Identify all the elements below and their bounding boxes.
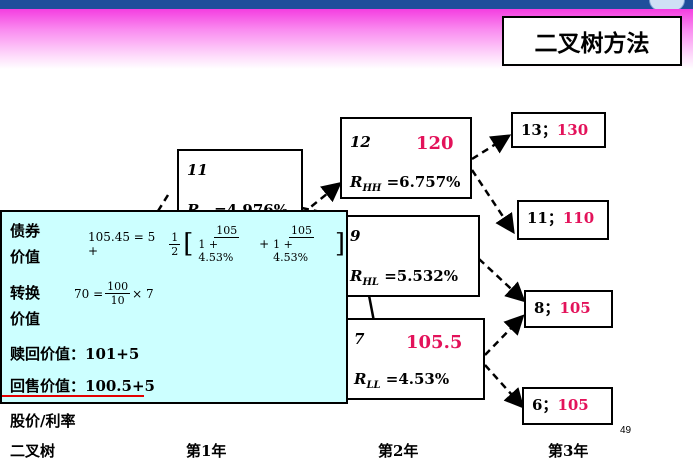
valuation-popup: 债券 价值 105.45 = 5 + 1 2 [ 105 1 + 4.53% +… [0,210,348,404]
edge-7-8 [484,314,525,356]
slide-title-text: 二叉树方法 [534,30,650,57]
edge-11-12 [301,181,342,215]
edge-11-left [156,194,170,212]
term2-fraction: 105 1 + 4.53% [273,224,315,264]
year3-label: 第3年 [548,442,589,460]
bond-value-label-2: 价值 [10,248,41,266]
node-value: 120 [416,133,454,154]
edge-7-6 [484,364,525,409]
call-value: 赎回价值：101+5 [10,345,140,363]
node-price: 7 [354,330,365,348]
conversion-value-label-2: 价值 [10,310,41,328]
tree-label: 二叉树 [10,442,56,460]
tree-node-7: 7 105.5 RLL =4.53% [340,318,485,400]
half-fraction: 1 2 [169,230,181,258]
page-number: 49 [620,425,632,436]
top-bar [0,0,693,9]
node-price: 12 [350,133,371,151]
tree-node-12: 12 120 RHH =6.757% [340,117,472,199]
node-rate: RLL =4.53% [354,370,450,391]
node-price: 11 [187,161,208,179]
term1-fraction: 105 1 + 4.53% [198,224,240,264]
leaf-node-11: 11；110 [517,200,609,240]
edge-12-13 [471,134,512,161]
node-price: 9 [350,227,361,245]
bond-value-formula: 105.45 = 5 + 1 2 [ 105 1 + 4.53% + 105 1… [88,224,346,264]
slide-title: 二叉树方法 [502,16,682,66]
year1-label: 第1年 [186,442,227,460]
edge-9-8 [478,258,526,303]
put-value-underline [2,395,144,397]
node-value: 105.5 [406,332,463,353]
leaf-node-8: 8；105 [524,290,613,328]
conversion-value-label-1: 转换 [10,284,41,302]
node-rate: RHH =6.757% [350,173,461,194]
bond-value-label-1: 债券 [10,222,41,240]
year2-label: 第2年 [378,442,419,460]
conversion-value-formula: 70 = 100 10 × 7 [74,280,154,307]
node-rate: RHL =5.532% [350,267,458,288]
leaf-node-13: 13；130 [511,112,606,148]
row-label: 股价/利率 [10,412,76,430]
conversion-fraction: 100 10 [105,280,131,307]
put-value: 回售价值：100.5+5 [10,377,155,395]
tree-node-9: 9 RHL =5.532% [330,215,480,297]
leaf-node-6: 6；105 [522,387,613,425]
edge-12-11 [470,169,515,235]
